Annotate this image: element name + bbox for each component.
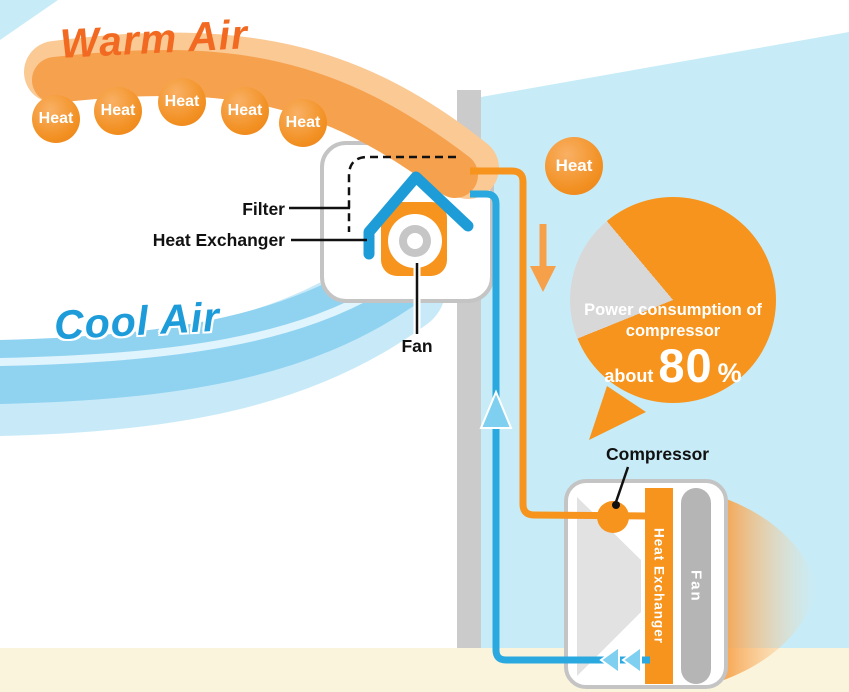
outdoor-heat-bubble: Heat [545,137,603,195]
left-flow-arrow-1 [599,645,620,675]
compressor-power-pie-chart [570,197,776,403]
compressor-pointer-dot [612,501,620,509]
heat-bubble: Heat [279,99,327,147]
heat-bubble: Heat [221,87,269,135]
corner-sky-triangle [0,0,58,40]
up-flow-arrow [479,389,513,429]
pie-percent-sign: % [717,358,742,388]
compressor-label: Compressor [606,444,710,464]
indoor-fan-label: Fan [401,336,433,356]
hot-refrigerant-pipe [470,167,649,520]
outdoor-heat-glow [724,498,818,680]
outdoor-fan-label: Fan [687,569,705,603]
pie-about-text: about [604,366,654,386]
heat-bubble: Heat [158,78,206,126]
cool-air-label: Cool Air [52,293,221,349]
pie-value: 80 [658,339,713,392]
pie-caption-line1: Power consumption of [584,301,762,319]
indoor-heat-exchanger-label: Heat Exchanger [152,230,285,250]
warm-air-flow [32,49,478,198]
outdoor-heat-exchanger-bar [645,488,673,684]
compressor-pointer-line [614,466,630,503]
cool-air-streak [0,278,396,366]
left-flow-arrow-2 [621,645,642,675]
pie-speech-tail [589,386,646,440]
filter-dashed-line [347,155,456,232]
pie-caption: Power consumption of compressor [580,300,766,342]
heat-bubble: Heat [32,95,80,143]
indoor-fan-hub [407,233,423,249]
outdoor-air-intake [577,497,641,676]
heat-bubble: Heat [94,87,142,135]
compressor-circle [597,501,629,533]
pie-caption-line2: compressor [625,322,721,340]
filter-label: Filter [242,199,285,219]
outdoor-fan-bar [681,488,711,684]
warm-air-label: Warm Air [58,11,250,67]
pie-value-row: about 80 % [580,341,766,391]
heat-down-arrow-head [530,266,556,292]
outdoor-heat-exchanger-label: Heat Exchanger [651,527,667,645]
indoor-heat-exchanger-coil [363,171,474,260]
